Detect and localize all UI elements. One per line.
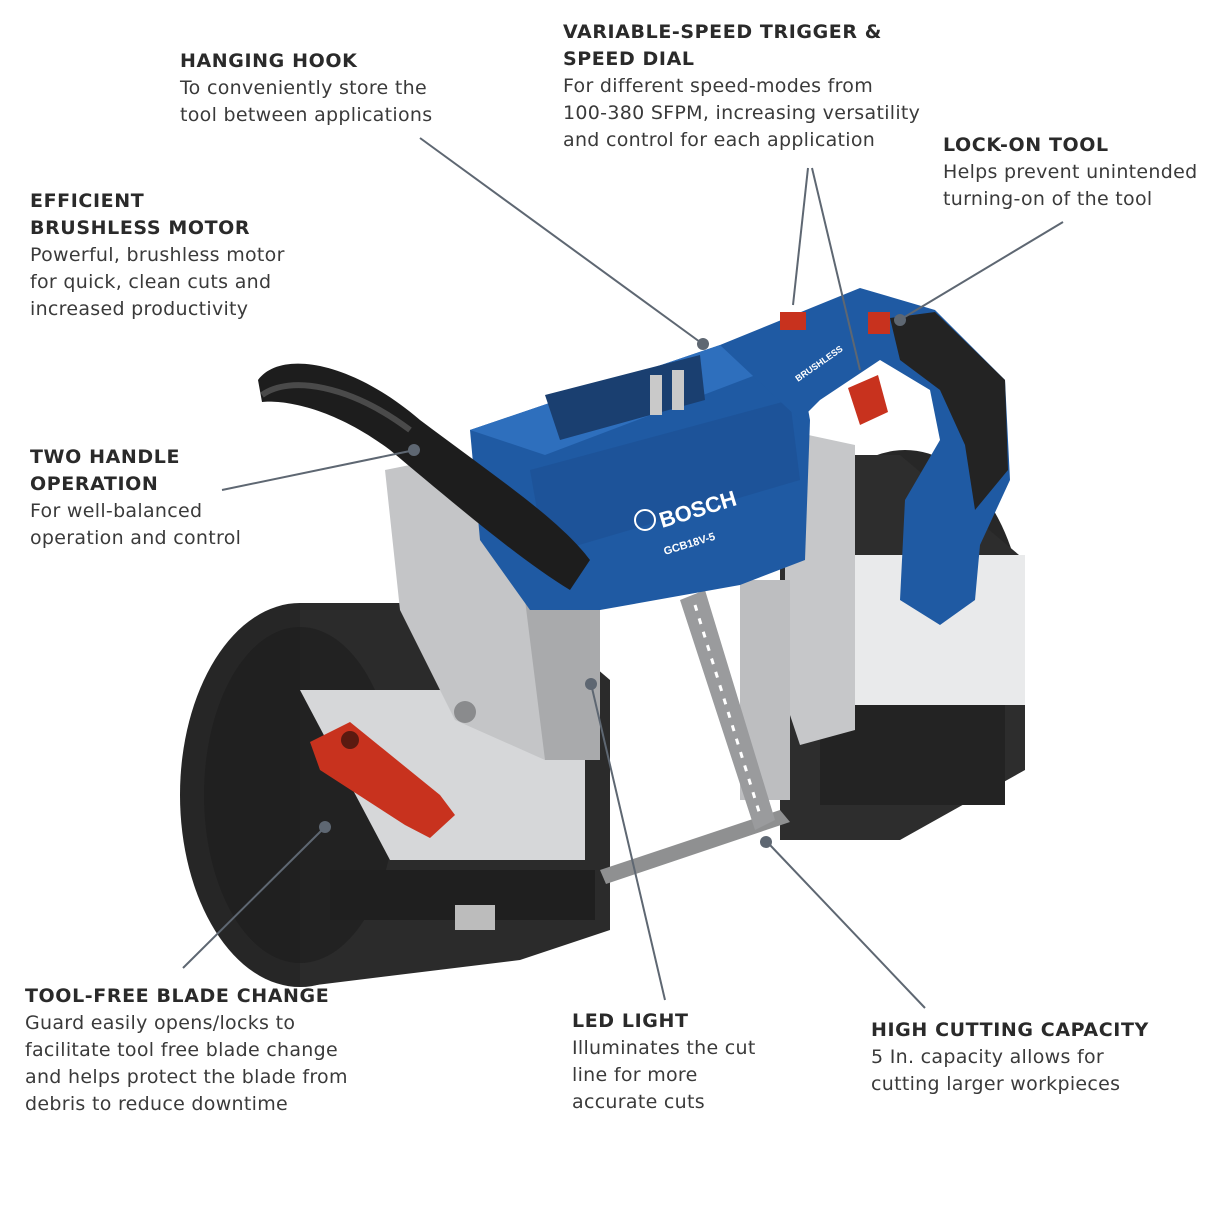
brand-emblem bbox=[634, 509, 656, 531]
callout-title: TOOL-FREE BLADE CHANGE bbox=[25, 985, 330, 1007]
blade-release-lever bbox=[310, 722, 455, 838]
callout-title: LOCK-ON TOOL bbox=[943, 134, 1109, 156]
motor-housing bbox=[470, 345, 810, 610]
callout-blade-change: TOOL-FREE BLADE CHANGE Guard easily open… bbox=[25, 983, 348, 1118]
callout-title: LED LIGHT bbox=[572, 1010, 689, 1032]
top-handle bbox=[258, 363, 590, 590]
callout-title: HANGING HOOK bbox=[180, 50, 358, 72]
callout-title: VARIABLE-SPEED TRIGGER &SPEED DIAL bbox=[563, 21, 882, 70]
rear-handle bbox=[720, 288, 1010, 625]
callout-capacity: HIGH CUTTING CAPACITY 5 In. capacity all… bbox=[871, 1017, 1149, 1098]
callout-speed-trigger: VARIABLE-SPEED TRIGGER &SPEED DIAL For d… bbox=[563, 19, 920, 154]
callout-title: HIGH CUTTING CAPACITY bbox=[871, 1019, 1149, 1041]
